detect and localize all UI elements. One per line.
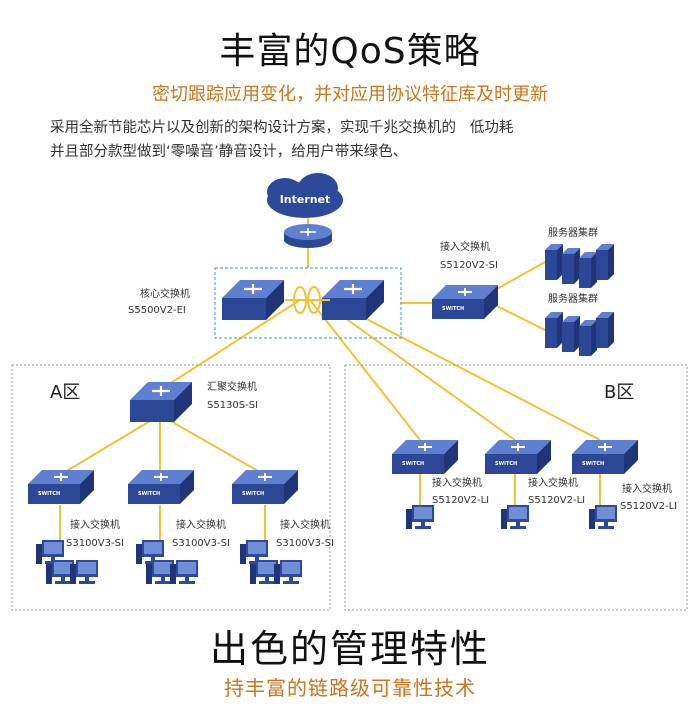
description-line-1: 采用全新节能芯片以及创新的架构设计方案，实现千兆交换机的 低功耗 — [50, 120, 514, 136]
zone-b-access-3-role: 接入交换机 — [622, 482, 672, 495]
zone-a-access-switch-icon — [127, 469, 195, 505]
description-line-2: 并且部分款型做到‘零噪音’静音设计，给用户带来绿色、 — [50, 144, 408, 160]
svg-text:SWITCH: SWITCH — [402, 461, 424, 467]
zone-a-access-1-model: S3100V3-SI — [66, 538, 124, 549]
core-switch-icon — [220, 278, 286, 322]
zone-b-access-1-model: S5120V2-LI — [432, 495, 489, 506]
zone-a-access-switch-icon — [27, 469, 95, 505]
agg-switch-role: 汇聚交换机 — [207, 380, 257, 393]
core-switch-role: 核心交换机 — [140, 287, 190, 300]
top-access-model: S5120V2-SI — [440, 260, 498, 271]
svg-text:SWITCH: SWITCH — [442, 306, 464, 312]
zone-b-access-3-model: S5120V2-LI — [620, 501, 677, 512]
stack-link — [285, 286, 330, 314]
server-cluster-2-label: 服务器集群 — [548, 292, 598, 305]
zone-a-access-2-role: 接入交换机 — [176, 518, 226, 531]
server-cluster-1-label: 服务器集群 — [548, 226, 598, 239]
internet-cloud-icon — [267, 173, 343, 218]
internet-label: Internet — [280, 193, 331, 206]
subtitle: 密切跟踪应用变化，并对应用协议特征库及时更新 — [152, 84, 548, 105]
svg-text:SWITCH: SWITCH — [582, 461, 604, 467]
section-subtitle: 持丰富的链路级可靠性技术 — [224, 676, 476, 700]
zone-b-access-switch-icon — [391, 439, 459, 475]
zone-a-access-3-model: S3100V3-SI — [276, 538, 334, 549]
zone-a-box — [11, 364, 331, 611]
description: 采用全新节能芯片以及创新的架构设计方案，实现千兆交换机的 低功耗 并且部分款型做… — [50, 116, 670, 164]
zone-a-label: A区 — [50, 382, 80, 403]
svg-text:SWITCH: SWITCH — [242, 491, 264, 497]
zone-b-access-1-role: 接入交换机 — [432, 476, 482, 489]
zone-a-access-3-role: 接入交换机 — [280, 518, 330, 531]
zone-a-access-2-model: S3100V3-SI — [172, 538, 230, 549]
svg-text:SWITCH: SWITCH — [38, 491, 60, 497]
server-cluster-2-icon — [545, 312, 614, 356]
zone-b-access-switch-icon — [484, 439, 552, 475]
access-switch-icon — [431, 284, 499, 320]
zone-b-pc-group-icon — [406, 505, 617, 529]
svg-text:SWITCH: SWITCH — [138, 491, 160, 497]
zone-b-access-2-role: 接入交换机 — [528, 476, 578, 489]
zone-b-box — [344, 364, 688, 611]
top-access-role: 接入交换机 — [440, 240, 490, 253]
zone-b-label: B区 — [604, 382, 634, 403]
router-icon — [284, 224, 332, 248]
zone-b-access-2-model: S5120V2-LI — [528, 495, 585, 506]
svg-text:SWITCH: SWITCH — [495, 461, 517, 467]
server-cluster-1-icon — [545, 244, 614, 288]
core-group-box — [214, 267, 402, 339]
core-switch-model: S5500V2-EI — [128, 305, 186, 316]
zone-a-access-1-role: 接入交换机 — [70, 518, 120, 531]
agg-switch-model: S5130S-SI — [207, 400, 258, 411]
zone-b-access-switch-icon — [571, 439, 639, 475]
zone-a-access-switch-icon — [231, 469, 299, 505]
aggregation-switch-icon — [128, 380, 194, 424]
section-title: 出色的管理特性 — [209, 627, 490, 671]
main-title: 丰富的QoS策略 — [219, 31, 481, 72]
core-switch-icon — [320, 278, 386, 322]
switch-badges: SWITCH SWITCH SWITCH SWITCH SWITCH SWITC… — [38, 306, 604, 497]
